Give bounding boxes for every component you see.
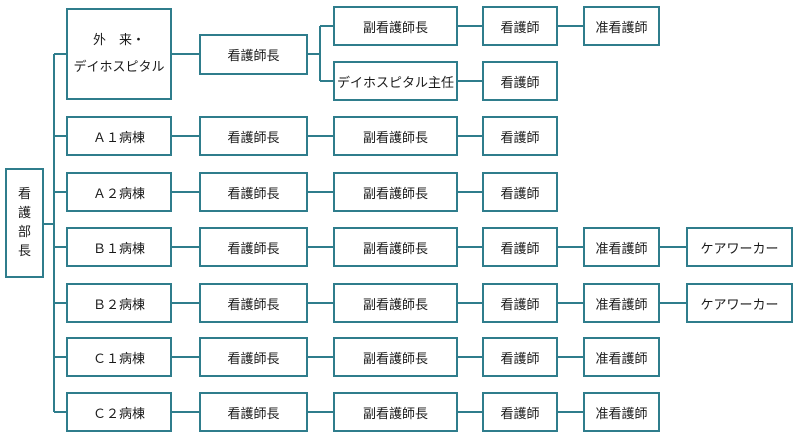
unit-box-a2-ward: Ａ２病棟 xyxy=(66,172,172,212)
unit-box-outpatient: 外 来・ デイホスピタル xyxy=(66,8,172,100)
role-box-assistant-head-nurse: 副看護師長 xyxy=(333,227,458,267)
role-box-head-nurse: 看護師長 xyxy=(199,337,308,377)
role-box-assistant-head-nurse: 副看護師長 xyxy=(333,283,458,323)
role-box-nurse: 看護師 xyxy=(482,172,558,212)
role-box-assistant-nurse: 准看護師 xyxy=(583,337,660,377)
role-box-care-worker: ケアワーカー xyxy=(686,227,793,267)
role-box-assistant-head-nurse: 副看護師長 xyxy=(333,172,458,212)
role-box-nurse: 看護師 xyxy=(482,283,558,323)
root-char: 部 xyxy=(17,225,31,240)
role-box-head-nurse: 看護師長 xyxy=(199,34,308,75)
unit-box-a1-ward: Ａ１病棟 xyxy=(66,116,172,156)
root-box-nursing-director: 看 護 部 長 xyxy=(5,168,44,278)
role-box-assistant-head-nurse: 副看護師長 xyxy=(333,392,458,432)
unit-box-b2-ward: Ｂ２病棟 xyxy=(66,283,172,323)
role-box-day-hospital-chief: デイホスピタル主任 xyxy=(333,61,458,101)
role-box-head-nurse: 看護師長 xyxy=(199,116,308,156)
role-box-nurse: 看護師 xyxy=(482,392,558,432)
role-box-assistant-nurse: 准看護師 xyxy=(583,6,660,46)
role-box-assistant-nurse: 准看護師 xyxy=(583,227,660,267)
role-box-head-nurse: 看護師長 xyxy=(199,172,308,212)
role-box-head-nurse: 看護師長 xyxy=(199,392,308,432)
unit-box-c1-ward: Ｃ１病棟 xyxy=(66,337,172,377)
role-box-care-worker: ケアワーカー xyxy=(686,283,793,323)
role-box-nurse: 看護師 xyxy=(482,116,558,156)
unit-box-b1-ward: Ｂ１病棟 xyxy=(66,227,172,267)
unit-label-line2: デイホスピタル xyxy=(73,60,165,75)
role-box-nurse: 看護師 xyxy=(482,6,558,46)
unit-label-line1: 外 来・ xyxy=(92,33,145,48)
role-box-nurse: 看護師 xyxy=(482,337,558,377)
role-box-assistant-nurse: 准看護師 xyxy=(583,283,660,323)
unit-box-c2-ward: Ｃ２病棟 xyxy=(66,392,172,432)
role-box-assistant-nurse: 准看護師 xyxy=(583,392,660,432)
role-box-assistant-head-nurse: 副看護師長 xyxy=(333,337,458,377)
role-box-assistant-head-nurse: 副看護師長 xyxy=(333,116,458,156)
root-char: 長 xyxy=(17,244,31,259)
role-box-head-nurse: 看護師長 xyxy=(199,283,308,323)
role-box-assistant-head-nurse: 副看護師長 xyxy=(333,6,458,46)
role-box-nurse: 看護師 xyxy=(482,61,558,101)
root-char: 護 xyxy=(17,206,31,221)
role-box-nurse: 看護師 xyxy=(482,227,558,267)
role-box-head-nurse: 看護師長 xyxy=(199,227,308,267)
root-char: 看 xyxy=(17,187,31,202)
